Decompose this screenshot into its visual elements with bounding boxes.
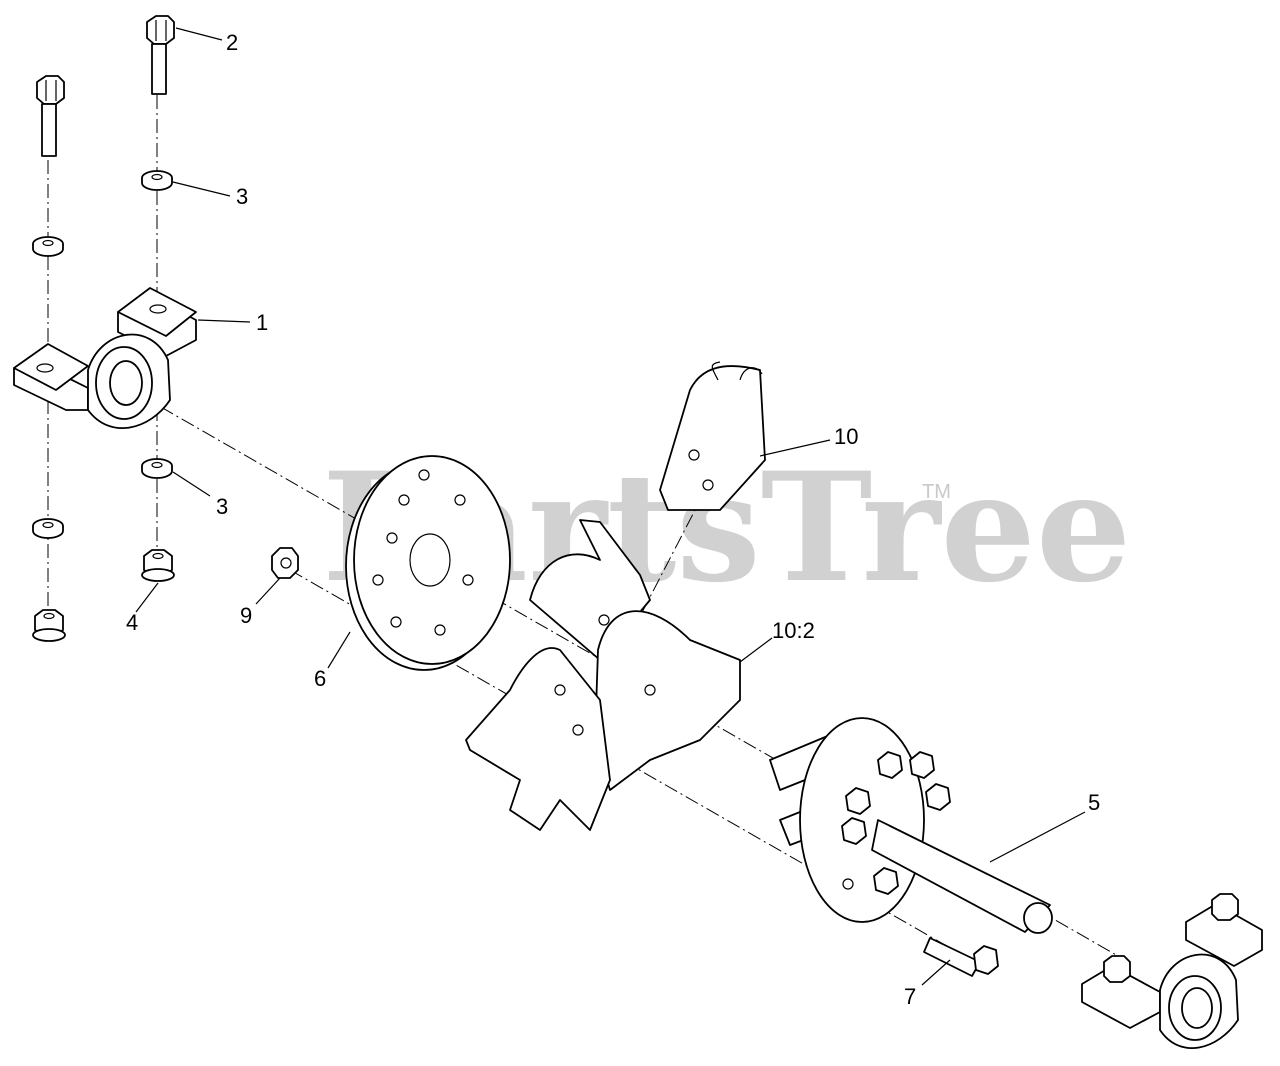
hub-part-6: [345, 455, 511, 671]
washer-part-3-bottom: [141, 458, 173, 479]
tine-blades: [465, 361, 766, 831]
bolt-left: [36, 75, 65, 157]
shaft-part-5: [769, 717, 1053, 934]
nut-part-9: [271, 547, 299, 579]
callout-1: 1: [256, 310, 268, 335]
leader-lines: [135, 27, 1086, 986]
callout-7: 7: [904, 984, 916, 1009]
washer-left-bottom: [32, 518, 64, 539]
nut-left-bottom: [32, 609, 66, 642]
callout-10: 10: [834, 424, 858, 449]
callout-3-bottom: 3: [216, 494, 228, 519]
callout-3-top: 3: [236, 184, 248, 209]
callout-2: 2: [226, 30, 238, 55]
callout-10-2: 10:2: [772, 618, 815, 643]
callout-4: 4: [126, 610, 138, 635]
washer-part-3-top: [141, 170, 173, 191]
callouts: 2 3 1 3 4 9 6 10 10:2 5 7: [126, 30, 1100, 1009]
bearing-right: [1081, 893, 1263, 1049]
callout-6: 6: [314, 666, 326, 691]
bearing-part-1: [13, 287, 197, 429]
callout-5: 5: [1088, 790, 1100, 815]
washers: [32, 170, 173, 539]
washer-left-top: [32, 236, 64, 257]
watermark-trademark: TM: [922, 481, 951, 503]
callout-9: 9: [240, 603, 252, 628]
nut-part-4: [141, 549, 175, 582]
bolt-part-7: [923, 937, 999, 977]
bolt-part-2: [146, 15, 175, 95]
